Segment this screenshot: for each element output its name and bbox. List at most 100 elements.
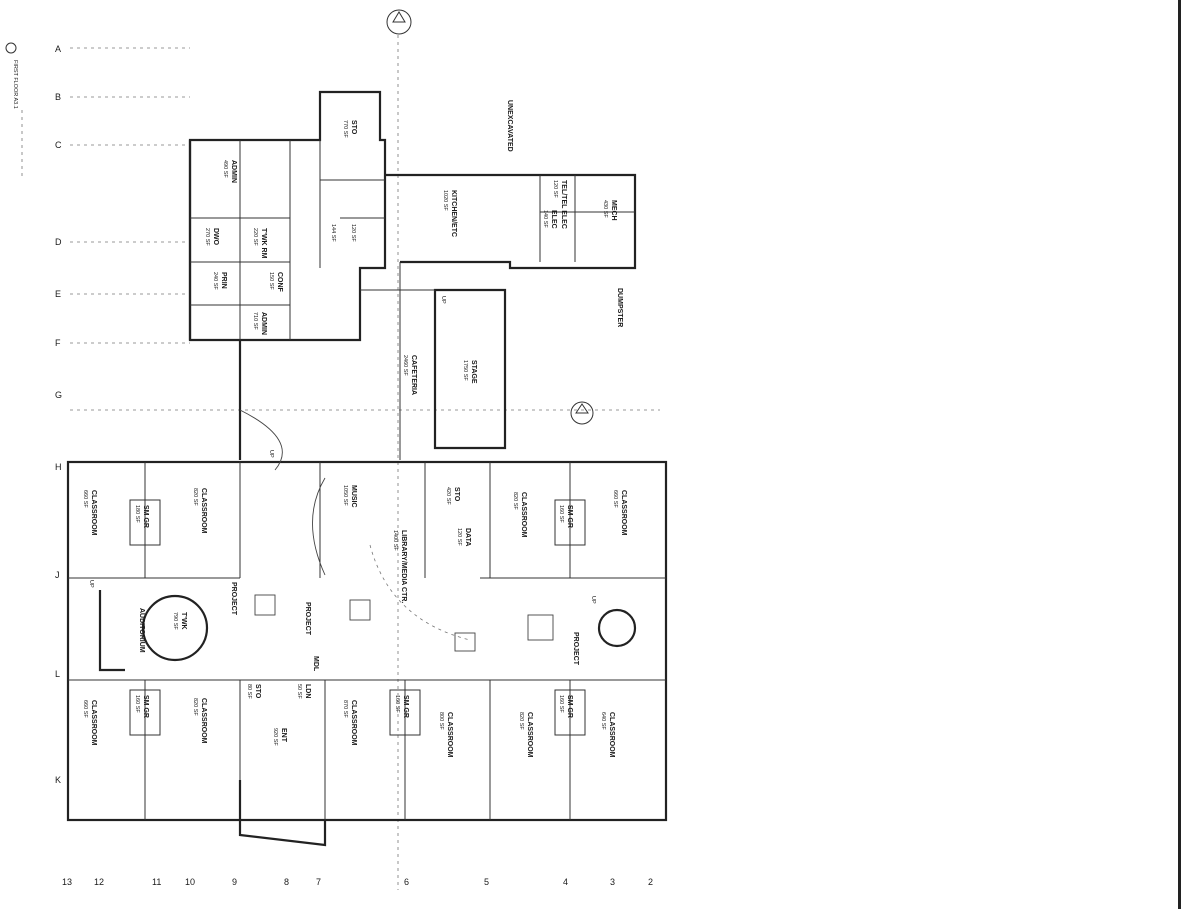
svg-text:1020 SF: 1020 SF [442,190,448,211]
room-small-1: 120 SF [350,224,356,242]
grid-letter-b: B [55,92,61,102]
stair-markers: UP UP UP UP [88,296,596,604]
svg-text:420 SF: 420 SF [445,487,451,505]
svg-text:1750 SF: 1750 SF [462,360,468,381]
grid-letter-e: E [55,289,61,299]
grid-letter-g: G [55,390,62,400]
svg-text:ELEC: ELEC [550,210,557,229]
svg-text:STO: STO [350,120,357,135]
svg-text:STO: STO [254,684,261,699]
grid-number-7: 7 [316,877,321,887]
svg-text:AUDITORIUM: AUDITORIUM [138,608,145,653]
svg-text:640 SF: 640 SF [600,712,606,730]
svg-text:CLASSROOM: CLASSROOM [526,712,533,758]
room-project-1: PROJECT [230,582,237,616]
svg-text:160 SF: 160 SF [558,505,564,523]
svg-text:MUSIC: MUSIC [350,485,357,508]
svg-text:120 SF: 120 SF [552,180,558,198]
svg-text:1050 SF: 1050 SF [342,485,348,506]
svg-text:KITCHEN/ETC: KITCHEN/ETC [450,190,457,237]
room-library: LIBRARY/MEDIA CTR.1400 SF [392,530,407,603]
grid-number-6: 6 [404,877,409,887]
svg-text:870 SF: 870 SF [342,700,348,718]
grid-number-2: 2 [648,877,653,887]
grid-letter-h: H [55,462,62,472]
grid-letter-f: F [55,338,61,348]
svg-text:ADMIN: ADMIN [230,160,237,183]
svg-text:LIBRARY/MEDIA CTR.: LIBRARY/MEDIA CTR. [400,530,407,603]
grid-letter-a: A [55,44,61,54]
svg-text:CLASSROOM: CLASSROOM [200,698,207,744]
grid-letter-j: J [55,570,60,580]
room-mdl: MDL [312,656,319,672]
room-project-2: PROJECT [304,602,311,636]
svg-text:820 SF: 820 SF [518,712,524,730]
svg-text:710 SF: 710 SF [252,312,258,330]
grid-number-9: 9 [232,877,237,887]
svg-text:80 SF: 80 SF [246,684,252,699]
room-small-2: 144 SF [330,224,336,242]
svg-text:660 SF: 660 SF [612,490,618,508]
svg-text:160 SF: 160 SF [394,695,400,713]
svg-text:800 SF: 800 SF [438,712,444,730]
svg-text:SM GR: SM GR [402,695,409,718]
svg-text:SM GR: SM GR [142,695,149,718]
svg-text:CLASSROOM: CLASSROOM [608,712,615,758]
svg-text:CAFETERIA: CAFETERIA [410,355,417,395]
room-project-3: PROJECT [572,632,579,666]
grid-number-5: 5 [484,877,489,887]
stair-up-4: UP [440,296,446,304]
stair-up-3: UP [590,596,596,604]
upper-wing-walls [188,90,637,460]
svg-text:270 SF: 270 SF [204,228,210,246]
grid-number-8: 8 [284,877,289,887]
svg-text:820 SF: 820 SF [192,488,198,506]
site-notes: UNEXCAVATED DUMPSTER [506,100,623,327]
svg-text:660 SF: 660 SF [82,490,88,508]
svg-text:CONF: CONF [276,272,283,293]
drawing-title-block: FIRST FLOOR A3.1 [5,42,23,180]
svg-text:PROJECT: PROJECT [572,632,579,666]
grid-numbers: 13 12 11 10 9 8 7 6 5 4 3 2 [62,877,653,887]
svg-text:430 SF: 430 SF [602,200,608,218]
svg-text:790 SF: 790 SF [172,612,178,630]
svg-text:CLASSROOM: CLASSROOM [90,700,97,746]
svg-text:CLASSROOM: CLASSROOM [620,490,627,536]
svg-text:CLASSROOM: CLASSROOM [520,492,527,538]
svg-text:920 SF: 920 SF [272,728,278,746]
svg-text:820 SF: 820 SF [192,698,198,716]
svg-text:50 SF: 50 SF [296,684,302,699]
grid-number-3: 3 [610,877,615,887]
svg-text:PROJECT: PROJECT [230,582,237,616]
grid-number-12: 12 [94,877,104,887]
grid-letter-d: D [55,237,62,247]
drawing-title: FIRST FLOOR A3.1 [12,60,18,109]
grid-letters: A B C D E F G H J L K [55,44,62,785]
svg-text:2460 SF: 2460 SF [402,355,408,376]
svg-text:660 SF: 660 SF [82,700,88,718]
grid-letter-c: C [55,140,62,150]
svg-text:120 SF: 120 SF [350,224,356,242]
grid-number-10: 10 [185,877,195,887]
